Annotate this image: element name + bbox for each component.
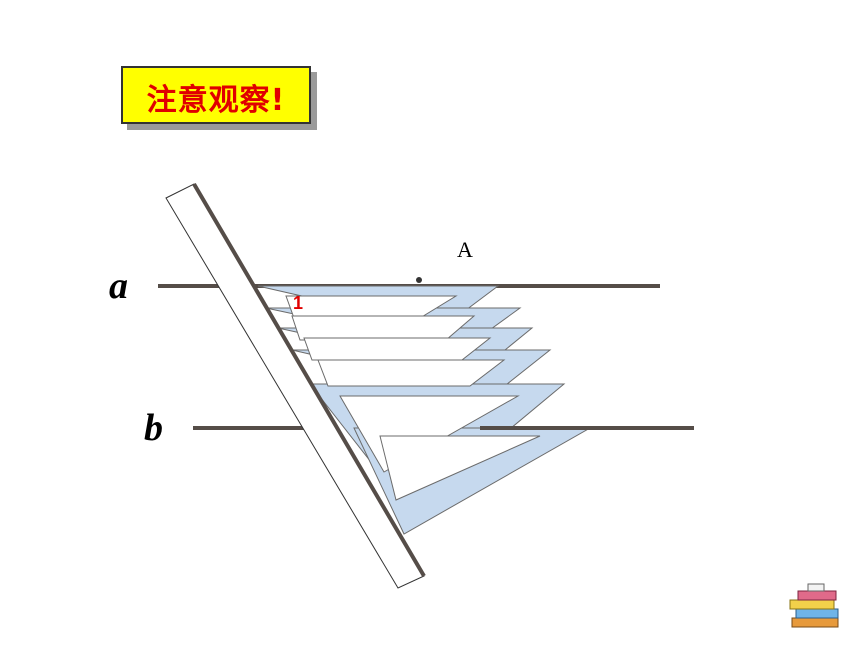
set-square-positions [257,285,592,535]
title-banner: 注意观察! [121,66,311,124]
point-a [416,277,422,283]
point-a-label: A [457,237,473,262]
ruler-edge [192,182,426,578]
set-square-6-hole [379,435,541,501]
angle-1-label: 1 [293,293,304,313]
set-square-3-hole [303,337,492,361]
title-text: 注意观察! [146,83,286,118]
set-square-2-hole [291,315,476,341]
set-square-4-hole [317,359,506,387]
line-b-label: b [144,407,163,449]
books-icon [789,583,839,628]
line-a-label: a [109,265,128,307]
